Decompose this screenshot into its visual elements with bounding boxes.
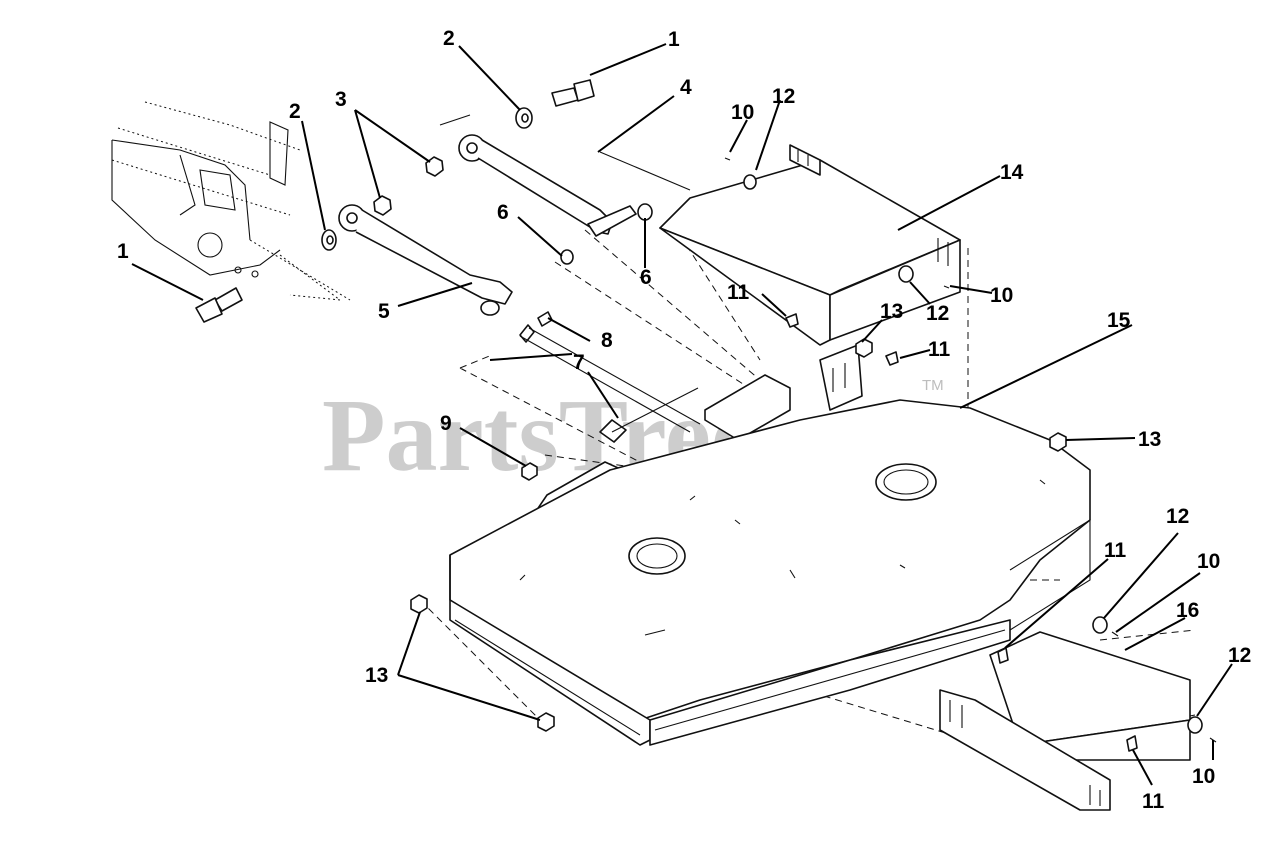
callout-10-baffle: 10 [990,284,1013,307]
nut-part-9 [521,462,538,481]
callout-12-baffle: 12 [926,302,949,325]
callout-5: 5 [378,300,390,323]
callout-7: 7 [573,351,585,374]
lift-arm-part-4 [439,114,691,237]
bolt-part-1-upper [551,79,595,107]
leader-lines [131,43,1233,786]
callout-13-bracket: 13 [880,300,903,323]
callout-14: 14 [1000,161,1024,184]
callout-13-deck: 13 [1138,428,1161,451]
watermark-trademark: TM [922,377,944,394]
callout-1-lower: 1 [117,240,129,263]
tractor-frame [111,101,351,301]
bolt-part-1-lower [195,287,243,323]
bushing-part-6 [560,203,653,265]
callout-labels: 1 1 2 2 3 4 5 6 6 7 8 9 10 10 10 10 11 1… [117,27,1251,813]
hardware-pins-and-clips [410,157,1217,752]
callout-4: 4 [680,76,692,99]
callout-11-bracket: 11 [928,338,951,361]
callout-6-right: 6 [640,266,652,289]
mower-deck-part-15 [449,399,1091,746]
washer-part-2 [321,107,533,251]
callout-6-left: 6 [497,201,509,224]
callout-8: 8 [601,329,613,352]
rod-part-7 [519,324,701,443]
front-baffle-part-14 [659,144,961,346]
side-baffle-part-16 [939,631,1191,811]
callout-13-front: 13 [365,664,388,687]
callout-10-side-upper: 10 [1197,550,1220,573]
callout-12-top: 12 [772,85,795,108]
callout-11-deck: 11 [1104,539,1127,562]
callout-15: 15 [1107,309,1131,332]
bracket-rear-left [704,344,863,441]
callout-11-baffle: 11 [727,281,750,304]
callout-10-top: 10 [731,101,754,124]
callout-16: 16 [1176,599,1199,622]
callout-12-side-lower: 12 [1228,644,1251,667]
callout-11-side: 11 [1142,790,1165,813]
callout-9: 9 [440,412,452,435]
callout-1-upper: 1 [668,28,680,51]
callout-2-lower: 2 [289,100,301,123]
nut-part-3 [373,156,444,216]
callout-12-side-upper: 12 [1166,505,1189,528]
callout-2-upper: 2 [443,27,455,50]
callout-3: 3 [335,88,347,111]
callout-10-side-lower: 10 [1192,765,1215,788]
lift-arm-part-5 [338,204,513,316]
